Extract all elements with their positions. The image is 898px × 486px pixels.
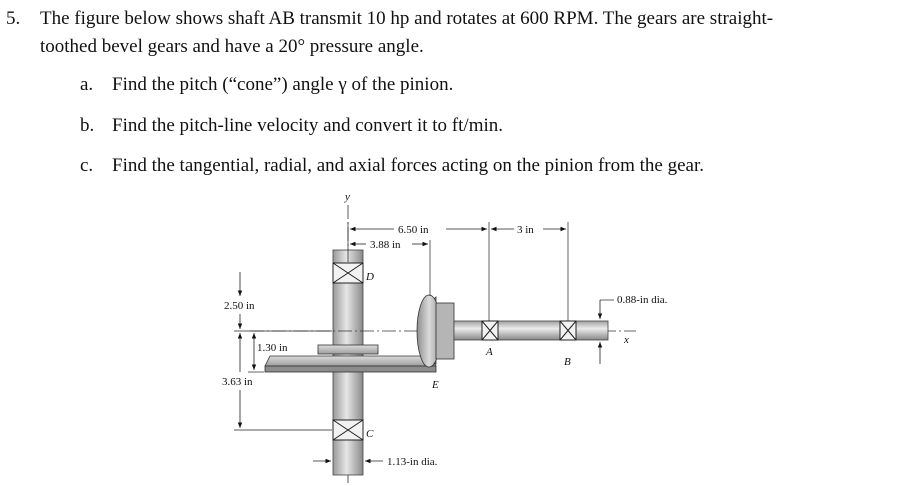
y-axis-label: y — [344, 191, 350, 203]
bearing-c-label: C — [366, 428, 374, 440]
dim-2-50-in: 2.50 in — [224, 300, 255, 312]
dim-3-88-in: 3.88 in — [370, 239, 401, 251]
question-number: 5. — [6, 8, 21, 29]
part-b-text: Find the pitch-line velocity and convert… — [112, 115, 504, 136]
dim-3-63-in: 3.63 in — [222, 376, 253, 388]
dim-1-13-in-dia: 1.13-in dia. — [387, 456, 438, 468]
gear-e-label: E — [431, 379, 439, 391]
dim-1-30-in: 1.30 in — [257, 342, 288, 354]
dim-6-50-in: 6.50 in — [398, 224, 429, 236]
bearing-a — [481, 320, 499, 341]
question-text-line-2: toothed bevel gears and have a 20° press… — [40, 36, 424, 57]
dim-3-in: 3 in — [517, 224, 534, 236]
horizontal-shaft-ab — [453, 320, 609, 341]
dim-0-88-in-dia: 0.88-in dia. — [617, 294, 668, 306]
part-c-letter: c. — [80, 155, 94, 176]
bearing-b — [559, 320, 577, 341]
part-a-letter: a. — [80, 74, 94, 95]
bearing-a-label: A — [485, 346, 493, 358]
bearing-d — [332, 262, 364, 284]
x-axis-label: x — [623, 334, 629, 346]
question-text-line-1: The figure below shows shaft AB transmit… — [40, 8, 774, 29]
pinion-gear — [416, 294, 455, 368]
bevel-gear — [264, 344, 437, 373]
bearing-c — [332, 419, 364, 441]
part-a-text: Find the pitch (“cone”) angle γ of the p… — [112, 74, 454, 95]
bearing-b-label: B — [564, 356, 571, 368]
bearing-d-label: D — [365, 271, 374, 283]
part-b-letter: b. — [80, 115, 95, 136]
part-c-text: Find the tangential, radial, and axial f… — [112, 155, 704, 176]
